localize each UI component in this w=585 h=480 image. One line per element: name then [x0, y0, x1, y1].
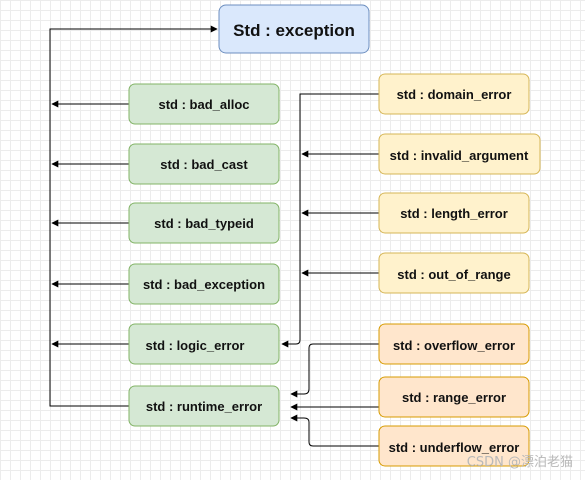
node-logic-error[interactable]: std : logic_error	[128, 323, 280, 365]
node-length-error[interactable]: std : length_error	[378, 192, 530, 234]
node-label: std : overflow_error	[393, 338, 515, 353]
node-label: std : runtime_error	[146, 399, 262, 414]
edge-domain-error-to-logic-error	[281, 93, 379, 348]
node-label: std : bad_typeid	[154, 216, 254, 231]
node-label: std : bad_alloc	[158, 97, 249, 112]
node-bad-cast[interactable]: std : bad_cast	[128, 143, 280, 185]
node-invalid-argument[interactable]: std : invalid_argument	[378, 133, 541, 175]
node-label: std : length_error	[400, 206, 508, 221]
node-bad-exception[interactable]: std : bad_exception	[128, 263, 280, 305]
node-underflow-error[interactable]: std : underflow_error	[378, 425, 530, 467]
node-label: std : invalid_argument	[390, 148, 529, 163]
node-std-exception[interactable]: Std : exception	[218, 4, 370, 54]
node-label: Std : exception	[233, 21, 355, 40]
edge-runtime-error-to-exception	[49, 25, 218, 407]
node-bad-alloc[interactable]: std : bad_alloc	[128, 83, 280, 125]
node-label: std : bad_exception	[143, 277, 265, 292]
node-label: std : logic_error	[146, 338, 245, 353]
node-label: std : range_error	[402, 390, 506, 405]
node-label: std : domain_error	[397, 87, 512, 102]
node-domain-error[interactable]: std : domain_error	[378, 73, 530, 115]
node-out-of-range[interactable]: std : out_of_range	[378, 252, 530, 294]
csdn-watermark: CSDN @漂泊老猫	[466, 455, 573, 470]
node-range-error[interactable]: std : range_error	[378, 376, 530, 418]
edge-underflow-error-to-runtime-error	[290, 414, 379, 447]
node-runtime-error[interactable]: std : runtime_error	[128, 385, 280, 427]
node-label: std : out_of_range	[397, 267, 510, 282]
node-bad-typeid[interactable]: std : bad_typeid	[128, 202, 280, 244]
node-label: std : underflow_error	[389, 440, 520, 455]
node-label: std : bad_cast	[160, 157, 248, 172]
node-overflow-error[interactable]: std : overflow_error	[378, 323, 530, 365]
edge-overflow-error-to-runtime-error	[290, 343, 379, 398]
